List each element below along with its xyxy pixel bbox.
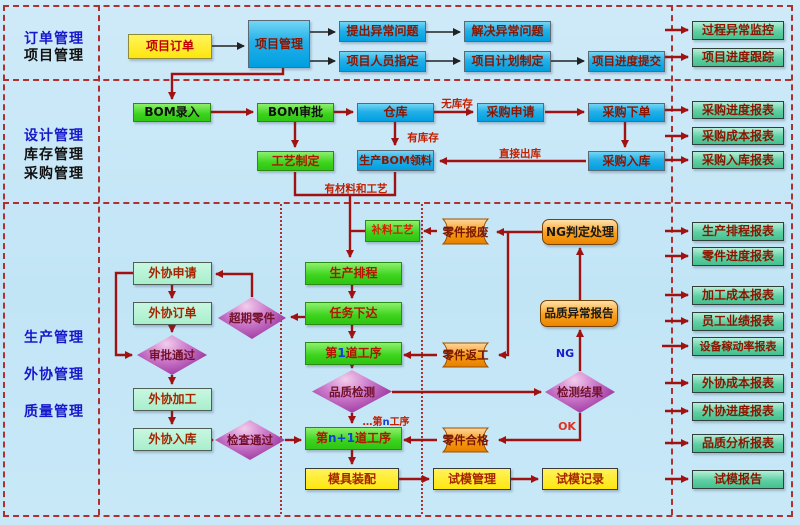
node-bom-picking: 生产BOM领料 [357, 150, 434, 171]
node-make-plan: 项目计划制定 [464, 51, 551, 72]
node-purchase-request: 采购申请 [477, 103, 544, 122]
stepn-prefix: 第 [316, 431, 329, 446]
report-part-progress: 零件进度报表 [692, 247, 784, 266]
node-raise-issue: 提出异常问题 [339, 21, 426, 42]
decision-approval-passed: 审批通过 [137, 335, 207, 375]
stepn-suffix: 道工序 [354, 431, 391, 446]
nth-suffix: 工序 [389, 417, 410, 428]
edge-label-material-process: 有材料和工艺 [324, 183, 388, 195]
edge-label-ng: NG [555, 347, 575, 360]
section-label-production-mgmt: 生产管理 [24, 330, 84, 346]
decision-overdue-parts: 超期零件 [218, 297, 286, 339]
node-task-dispatch: 任务下达 [305, 302, 402, 325]
node-warehouse: 仓库 [357, 103, 434, 122]
edge-label-no-stock: 无库存 [441, 98, 473, 110]
node-project-order: 项目订单 [128, 34, 212, 59]
report-purchase-cost: 采购成本报表 [692, 127, 784, 145]
node-submit-progress: 项目进度提交 [588, 51, 665, 72]
decision-quality-check: 品质检测 [312, 370, 392, 413]
nth-prefix: …第 [362, 417, 383, 428]
decision-check-result: 检测结果 [545, 371, 615, 413]
report-trial-mold: 试模报告 [692, 470, 784, 489]
flag-part-pass-label: 零件合格 [442, 433, 489, 447]
section-label-order-mgmt: 订单管理 [24, 31, 84, 47]
step1-number: 1 [337, 346, 346, 361]
divider-vertical-left [98, 5, 100, 515]
decision-inspection-passed: 检查通过 [215, 420, 285, 460]
divider-dotted-outsource [280, 204, 282, 514]
node-purchase-order: 采购下单 [588, 103, 665, 122]
edge-label-ok: OK [558, 420, 576, 433]
node-assign-staff: 项目人员指定 [339, 51, 426, 72]
node-outsource-inbound: 外协入库 [133, 428, 212, 451]
node-refill-process: 补料工艺 [365, 220, 420, 242]
nth-number: n [382, 417, 390, 428]
section-label-quality-mgmt: 质量管理 [24, 404, 84, 420]
node-quality-abnormal-report: 品质异常报告 [540, 300, 618, 327]
flag-shape [441, 218, 490, 245]
section-label-inventory-mgmt: 库存管理 [24, 147, 84, 163]
flag-part-scrap-label: 零件报废 [442, 224, 489, 239]
node-purchase-inbound: 采购入库 [588, 151, 665, 171]
node-bom-entry: BOM录入 [133, 103, 211, 122]
report-machining-cost: 加工成本报表 [692, 286, 784, 305]
node-process-design: 工艺制定 [257, 151, 334, 171]
edge-label-has-stock: 有库存 [407, 132, 439, 144]
report-equipment-utilization: 设备稼动率报表 [692, 337, 784, 356]
report-purchase-inbound: 采购入库报表 [692, 151, 784, 169]
report-production-schedule: 生产排程报表 [692, 222, 784, 241]
section-label-purchase-mgmt: 采购管理 [24, 166, 84, 182]
node-ng-handling: NG判定处理 [542, 219, 618, 245]
step1-prefix: 第 [325, 346, 338, 361]
flag-part-rework: 零件返工 [437, 342, 494, 368]
report-outsource-cost: 外协成本报表 [692, 374, 784, 393]
node-production-schedule: 生产排程 [305, 262, 402, 285]
flag-shape [441, 342, 490, 368]
report-outsource-progress: 外协进度报表 [692, 402, 784, 421]
node-mold-assembly: 模具装配 [305, 468, 399, 490]
report-staff-performance: 员工业绩报表 [692, 312, 784, 331]
report-progress-track: 项目进度跟踪 [692, 48, 784, 67]
node-outsource-process: 外协加工 [133, 388, 212, 411]
flag-part-scrap: 零件报废 [437, 218, 494, 245]
node-bom-approve: BOM审批 [257, 103, 334, 122]
node-trial-mold-mgmt: 试模管理 [433, 468, 511, 490]
section-label-design-mgmt: 设计管理 [24, 128, 84, 144]
node-outsource-order: 外协订单 [133, 302, 212, 325]
divider-horizontal-band2 [3, 202, 791, 204]
node-project-management: 项目管理 [248, 20, 310, 68]
step1-suffix: 道工序 [345, 346, 382, 361]
section-label-outsource-mgmt: 外协管理 [24, 367, 84, 383]
stepn-number: n+1 [328, 431, 355, 446]
report-process-monitor: 过程异常监控 [692, 21, 784, 40]
node-trial-mold-record: 试模记录 [542, 468, 618, 490]
edge-label-direct-out: 直接出库 [499, 148, 541, 160]
divider-horizontal-band1 [3, 79, 791, 81]
flag-part-pass: 零件合格 [437, 427, 494, 453]
node-outsource-request: 外协申请 [133, 262, 212, 285]
report-quality-analysis: 品质分析报表 [692, 434, 784, 453]
section-label-project-mgmt: 项目管理 [24, 48, 84, 64]
flag-shape [441, 427, 490, 453]
divider-vertical-right [671, 5, 673, 515]
flag-part-rework-label: 零件返工 [442, 348, 489, 362]
edge-label-nth-step: …第n工序 [358, 413, 414, 428]
divider-dotted-quality [421, 204, 423, 514]
node-solve-issue: 解决异常问题 [464, 21, 551, 42]
report-purchase-progress: 采购进度报表 [692, 101, 784, 119]
